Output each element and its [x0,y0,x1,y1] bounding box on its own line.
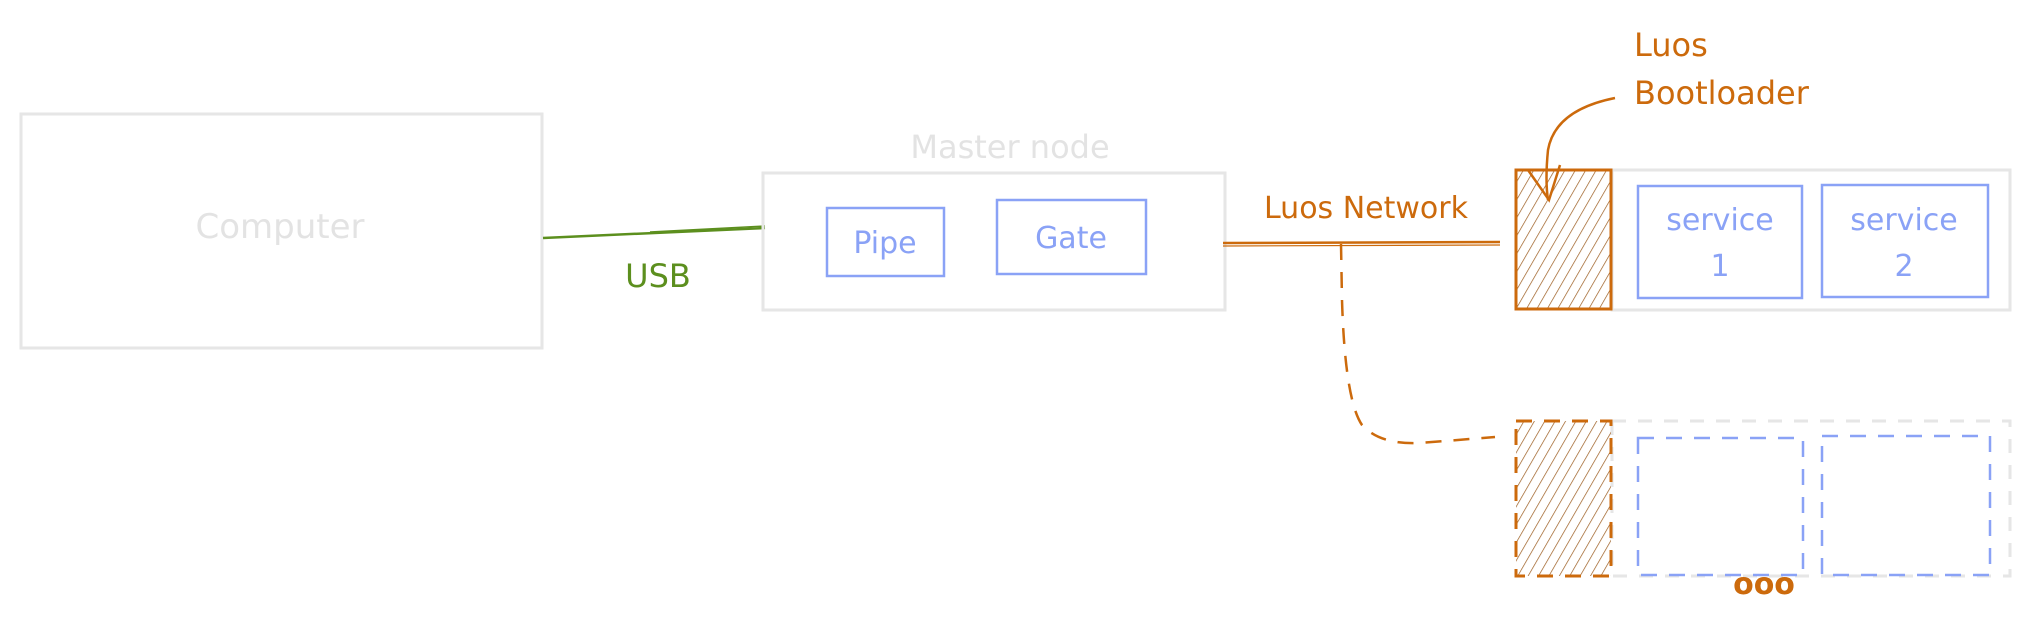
gate-label: Gate [1035,221,1107,256]
usb-link: USB [542,225,766,295]
bootloader-block-2 [1514,419,1613,578]
placeholder-service-1 [1636,436,1805,577]
service-2: service 2 [1820,183,1990,299]
bootloader-block [1514,168,1613,311]
more-nodes-indicator: ooo [1733,567,1795,602]
pipe-service: Pipe [825,206,946,278]
master-node-label: Master node [910,128,1109,166]
service-2-label: service [1850,203,1957,238]
computer-node: Computer [19,112,544,350]
gate-service: Gate [995,198,1148,276]
arrow-head-icon [1526,164,1562,203]
service-1-label: service [1666,203,1773,238]
luos-node-2-placeholder [1514,419,2012,578]
computer-label: Computer [195,207,364,247]
pipe-label: Pipe [853,226,916,261]
placeholder-service-2 [1820,434,1992,577]
master-node: Master node Pipe Gate [761,128,1227,312]
bootloader-label-line2: Bootloader [1634,74,1810,112]
service-1-number: 1 [1710,249,1729,284]
network-branch-dashed [1339,243,1496,445]
usb-label: USB [625,257,691,295]
network-label: Luos Network [1264,191,1469,226]
luos-network: Luos Network [1222,191,1501,445]
service-2-number: 2 [1894,249,1913,284]
bootloader-annotation: Luos Bootloader [1526,26,1810,203]
luos-node-1: service 1 service 2 [1514,168,2012,312]
bootloader-label-line1: Luos [1634,26,1708,64]
service-1: service 1 [1636,184,1804,300]
bootloader-arrow [1545,96,1616,201]
